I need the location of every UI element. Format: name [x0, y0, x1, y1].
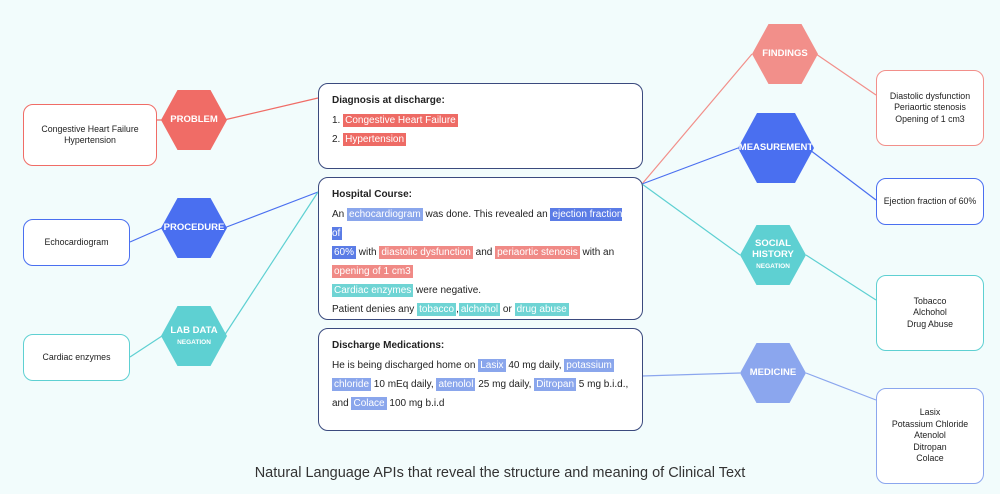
- text: was done. This revealed an: [422, 209, 551, 220]
- text: An: [332, 209, 348, 220]
- lab-highlight: Cardiac enzymes: [332, 284, 414, 297]
- text: He is being discharged home on: [332, 360, 479, 371]
- panel-heading: Diagnosis at discharge:: [332, 95, 445, 106]
- hex-label: LAB DATA: [170, 324, 218, 336]
- medicine-highlight: potassium: [564, 359, 614, 372]
- social-result-box: Tobacco Alchohol Drug Abuse: [876, 275, 984, 351]
- text: and: [472, 247, 496, 258]
- box-line: Drug Abuse: [907, 318, 953, 329]
- text: were negative.: [413, 285, 482, 296]
- findings-highlight: diastolic dysfunction: [379, 246, 473, 259]
- hex-label: PROCEDURE: [163, 221, 225, 233]
- procedure-highlight: echocardiogram: [347, 208, 423, 221]
- text: 40 mg daily,: [505, 360, 565, 371]
- social-box-link: [805, 254, 877, 301]
- medicine-highlight: Lasix: [478, 359, 506, 372]
- hex-label: SOCIAL: [755, 238, 791, 250]
- measurement-result-box: Ejection fraction of 60%: [876, 178, 984, 225]
- text: 100 mg b.i.d: [386, 398, 445, 409]
- measurement-highlight: 60%: [332, 246, 357, 259]
- text: and: [332, 398, 352, 409]
- procedure-hex: PROCEDURE: [161, 198, 227, 258]
- medicine-highlight: Ditropan: [534, 378, 577, 391]
- medicine-hex: MEDICINE: [740, 343, 806, 403]
- social-highlight: tobacco: [417, 303, 457, 316]
- social-history-hex: SOCIAL HISTORY NEGATION: [740, 225, 806, 285]
- box-line: Tobacco: [913, 295, 947, 306]
- social-panel-link: [641, 183, 741, 256]
- text: ,: [456, 304, 459, 315]
- measurement-box-link: [809, 149, 877, 201]
- text: with an: [579, 247, 615, 258]
- box-line: Echocardiogram: [44, 236, 109, 247]
- box-line: Periaortic stenosis: [894, 102, 966, 113]
- box-line: Potassium Chloride: [891, 418, 969, 429]
- box-line: Lasix: [919, 407, 941, 418]
- hex-label: MEDICINE: [749, 366, 797, 378]
- findings-panel-link: [641, 53, 753, 185]
- hex-sublabel: NEGATION: [177, 338, 211, 346]
- text: 25 mg daily,: [475, 379, 535, 390]
- problem-panel-link: [223, 97, 319, 121]
- procedure-box-link: [129, 227, 163, 243]
- measurement-panel-link: [641, 147, 739, 185]
- procedure-panel-link: [223, 191, 319, 229]
- text: 5 mg b.i.d.,: [576, 379, 629, 390]
- procedure-result-box: Echocardiogram: [23, 219, 130, 266]
- social-highlight: alchohol: [458, 303, 501, 316]
- lab-box-link: [129, 335, 163, 358]
- box-line: Alchohol: [913, 307, 947, 318]
- hex-label: MEASUREMENT: [738, 141, 814, 153]
- text: Patient denies any: [332, 304, 418, 315]
- diagnosis-panel: Diagnosis at discharge: 1. Congestive He…: [318, 83, 643, 169]
- findings-result-box: Diastolic dysfunction Periaortic stenosi…: [876, 70, 984, 146]
- findings-hex: FINDINGS: [752, 24, 818, 84]
- hex-label: FINDINGS: [762, 47, 808, 59]
- measurement-hex: MEASUREMENT: [738, 113, 814, 183]
- list-number: 2.: [332, 134, 341, 145]
- findings-highlight: opening of 1 cm3: [332, 265, 413, 278]
- medicine-panel-link: [641, 372, 741, 377]
- box-line: Ditropan: [913, 441, 947, 452]
- findings-highlight: periaortic stenosis: [495, 246, 580, 259]
- box-line: Colace: [916, 453, 944, 464]
- problem-highlight: Hypertension: [343, 133, 407, 146]
- medicine-highlight: Colace: [351, 397, 387, 410]
- problem-highlight: Congestive Heart Failure: [343, 114, 458, 127]
- medicine-result-box: Lasix Potassium Chloride Atenolol Ditrop…: [876, 388, 984, 484]
- discharge-medications-panel: Discharge Medications: He is being disch…: [318, 328, 643, 431]
- lab-data-hex: LAB DATA NEGATION: [161, 306, 227, 366]
- findings-box-link: [815, 53, 877, 96]
- social-highlight: drug abuse: [514, 303, 569, 316]
- list-number: 1.: [332, 115, 341, 126]
- text: or: [500, 304, 515, 315]
- hex-label: HISTORY: [752, 249, 794, 261]
- box-line: Opening of 1 cm3: [895, 113, 965, 124]
- caption: Natural Language APIs that reveal the st…: [254, 465, 746, 481]
- hex-label: PROBLEM: [170, 113, 218, 125]
- hex-sublabel: NEGATION: [756, 263, 790, 271]
- box-line: Ejection fraction of 60%: [883, 195, 977, 206]
- medicine-highlight: atenolol: [436, 378, 476, 391]
- medicine-highlight: chloride: [332, 378, 372, 391]
- panel-heading: Hospital Course:: [332, 189, 413, 200]
- problem-result-box: Congestive Heart Failure Hypertension: [23, 104, 157, 166]
- box-line: Hypertension: [64, 135, 116, 145]
- box-line: Atenolol: [914, 430, 946, 441]
- text: 10 mEq daily,: [371, 379, 437, 390]
- lab-result-box: Cardiac enzymes: [23, 334, 130, 381]
- panel-heading: Discharge Medications:: [332, 340, 445, 351]
- hospital-course-panel: Hospital Course: An echocardiogram was d…: [318, 177, 643, 320]
- lab-panel-link: [223, 191, 319, 337]
- box-line: Diastolic dysfunction: [889, 90, 971, 101]
- box-line: Cardiac enzymes: [42, 351, 111, 362]
- box-line: Congestive Heart Failure: [41, 123, 139, 134]
- medicine-box-link: [805, 372, 877, 401]
- problem-hex: PROBLEM: [161, 90, 227, 150]
- text: with: [356, 247, 380, 258]
